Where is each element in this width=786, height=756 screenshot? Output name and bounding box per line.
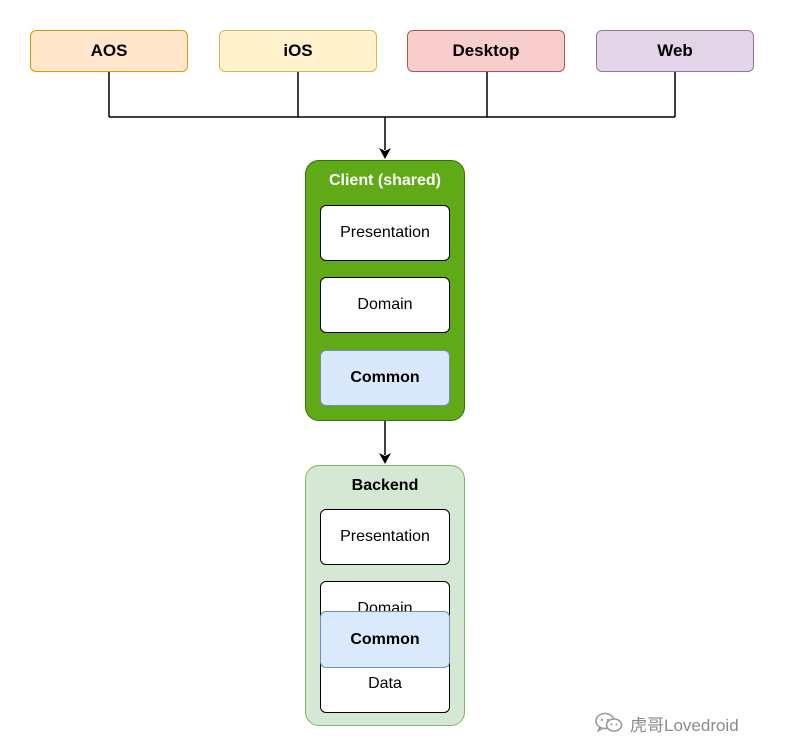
client-layer-presentation: Presentation (320, 205, 450, 261)
platform-desktop: Desktop (407, 30, 565, 72)
platform-aos-label: AOS (90, 41, 128, 60)
watermark: 虎哥Lovedroid (594, 709, 739, 737)
wechat-icon (595, 712, 623, 732)
arrow-to-client-head (379, 148, 391, 159)
backend-container: Backend Presentation Domain Data Common (305, 465, 465, 726)
platform-ios: iOS (219, 30, 377, 72)
backend-title: Backend (351, 477, 419, 494)
client-container: Client (shared) Presentation Domain Comm… (305, 160, 465, 421)
platform-web-label: Web (657, 41, 693, 60)
backend-layer-common: Common (320, 611, 450, 668)
client-layer-domain: Domain (320, 277, 450, 333)
backend-layer-data: Data (368, 675, 402, 692)
watermark-text: 虎哥Lovedroid (630, 715, 739, 735)
backend-layer-presentation: Presentation (320, 509, 450, 565)
platform-aos: AOS (30, 30, 188, 72)
client-layer-common: Common (320, 350, 450, 406)
platform-ios-label: iOS (283, 41, 313, 60)
client-title: Client (shared) (328, 172, 441, 189)
arrow-to-backend-head (379, 453, 391, 464)
platform-web: Web (596, 30, 754, 72)
platform-desktop-label: Desktop (452, 41, 520, 60)
